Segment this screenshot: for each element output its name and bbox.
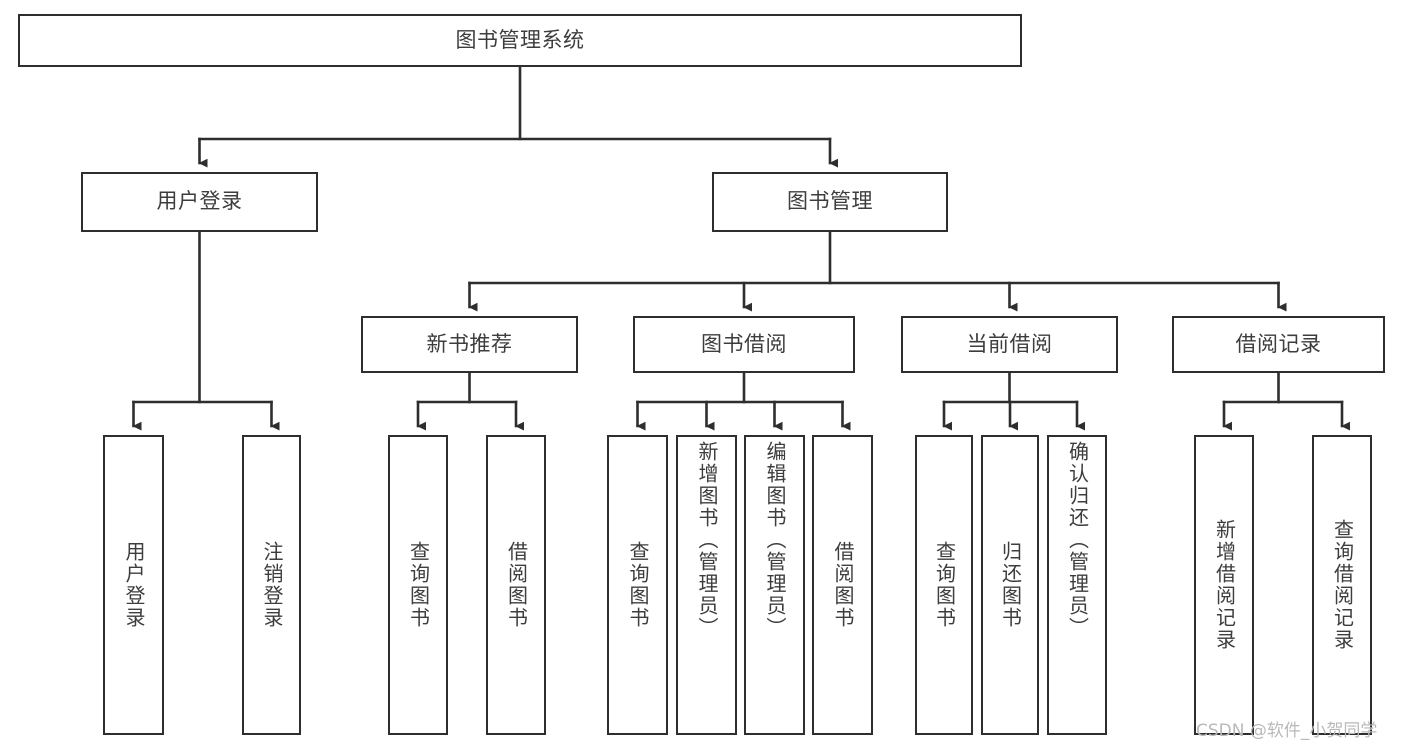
connector-new-book-recommend-to-leaves bbox=[416, 371, 524, 431]
connector-user-login-to-leaves bbox=[132, 230, 280, 431]
node-label: 借阅图书 bbox=[831, 541, 855, 629]
node-new-book-recommend[interactable]: 新书推荐 bbox=[361, 316, 578, 373]
node-label: 借阅记录 bbox=[1235, 331, 1322, 356]
node-label: 查询借阅记录 bbox=[1330, 519, 1355, 651]
node-book-management[interactable]: 图书管理 bbox=[712, 172, 948, 232]
watermark-credit: CSDN @软件_小贺同学 bbox=[1196, 721, 1378, 741]
node-current-borrow[interactable]: 当前借阅 bbox=[901, 316, 1118, 373]
node-label: 图书借阅 bbox=[701, 331, 787, 356]
connector-root-to-level2 bbox=[198, 65, 838, 168]
node-label: 新增借阅记录 bbox=[1212, 519, 1237, 651]
node-root[interactable]: 图书管理系统 bbox=[18, 14, 1022, 67]
node-leaf-return-book[interactable]: 归还图书 bbox=[981, 435, 1039, 735]
node-leaf-query-book-current[interactable]: 查询图书 bbox=[915, 435, 973, 735]
node-leaf-borrow-book-recommend[interactable]: 借阅图书 bbox=[486, 435, 546, 735]
node-label: 归还图书 bbox=[998, 541, 1023, 629]
node-label: 查询图书 bbox=[932, 541, 957, 629]
node-borrow-record[interactable]: 借阅记录 bbox=[1172, 316, 1385, 373]
connector-borrow-record-to-leaves bbox=[1222, 371, 1350, 431]
node-leaf-query-book-borrow[interactable]: 查询图书 bbox=[607, 435, 668, 735]
node-label: 确认归还（管理员） bbox=[1065, 441, 1090, 639]
node-label: 用户登录 bbox=[122, 541, 146, 629]
node-label: 查询图书 bbox=[626, 541, 650, 629]
node-label: 借阅图书 bbox=[504, 541, 529, 629]
node-leaf-edit-book[interactable]: 编辑图书（管理员） bbox=[744, 435, 805, 735]
node-leaf-query-book-recommend[interactable]: 查询图书 bbox=[388, 435, 448, 735]
node-book-borrow[interactable]: 图书借阅 bbox=[633, 316, 855, 373]
node-label: 图书管理 bbox=[787, 189, 873, 214]
node-label: 编辑图书（管理员） bbox=[763, 441, 787, 639]
node-user-login[interactable]: 用户登录 bbox=[81, 172, 318, 232]
node-label: 查询图书 bbox=[406, 541, 431, 629]
node-leaf-user-logout[interactable]: 注销登录 bbox=[242, 435, 301, 735]
node-leaf-add-book[interactable]: 新增图书（管理员） bbox=[676, 435, 737, 735]
node-leaf-add-borrow-record[interactable]: 新增借阅记录 bbox=[1194, 435, 1254, 735]
node-label: 当前借阅 bbox=[966, 331, 1053, 356]
connector-book-borrow-to-leaves bbox=[636, 371, 851, 431]
node-label: 用户登录 bbox=[156, 189, 243, 214]
node-label: 新书推荐 bbox=[426, 331, 513, 356]
node-leaf-borrow-book[interactable]: 借阅图书 bbox=[812, 435, 873, 735]
node-label: 注销登录 bbox=[260, 541, 284, 629]
node-leaf-query-borrow-record[interactable]: 查询借阅记录 bbox=[1312, 435, 1372, 735]
node-leaf-user-login[interactable]: 用户登录 bbox=[103, 435, 164, 735]
node-label: 新增图书（管理员） bbox=[695, 441, 719, 639]
connector-book-management-to-level3 bbox=[468, 230, 1287, 312]
connector-current-borrow-to-leaves bbox=[942, 371, 1085, 431]
connector-layer bbox=[132, 65, 1350, 431]
node-leaf-confirm-return[interactable]: 确认归还（管理员） bbox=[1047, 435, 1107, 735]
node-label: 图书管理系统 bbox=[455, 27, 585, 52]
